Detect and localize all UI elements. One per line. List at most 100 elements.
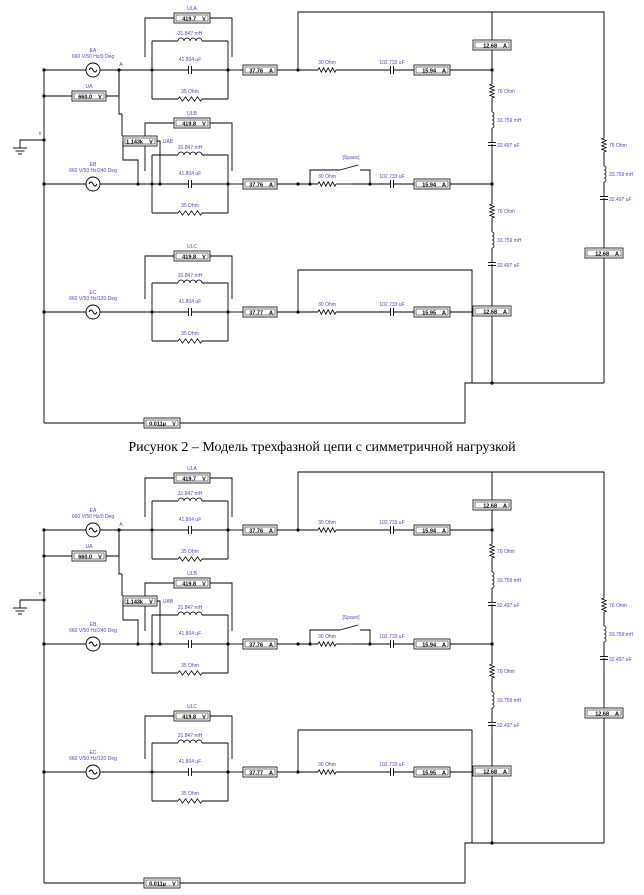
switch-icon[interactable]: [339, 624, 359, 631]
line-capacitance-label: 102.733 uF: [379, 762, 404, 768]
junction-dot: [42, 310, 46, 314]
junction-dot: [42, 138, 46, 142]
meter-display: [474, 307, 510, 315]
meter-display: [474, 767, 510, 775]
meter-display: [586, 709, 622, 717]
meter-value: 12.68: [483, 770, 497, 776]
sine-wave-icon: [88, 641, 98, 647]
wire: [157, 140, 161, 184]
load-resistance-label: 76 Ohm: [497, 209, 515, 215]
wire: [157, 600, 161, 644]
meter-display: [73, 552, 105, 560]
meter-display: [175, 119, 209, 127]
load-resistance-label: 76 Ohm: [497, 669, 515, 675]
capacitance-label: 41.804 uF: [179, 57, 202, 63]
meter-value: 419.8: [182, 582, 196, 588]
meter-value: 37.76: [249, 183, 263, 189]
wire: [122, 141, 139, 184]
wire: [144, 255, 174, 299]
voltmeter-label: UAB: [163, 599, 174, 605]
meter-value: 12.68: [595, 252, 609, 258]
meter-display: [175, 14, 209, 22]
wire: [106, 530, 120, 557]
switch-icon[interactable]: [339, 164, 359, 171]
resistor: [317, 768, 337, 776]
wire: [492, 11, 605, 138]
line-resistance-label: 30 Ohm: [318, 302, 336, 308]
wire: [297, 11, 493, 70]
resistor: [317, 180, 337, 188]
junction-dot: [136, 182, 140, 186]
meter-unit: V: [98, 95, 102, 101]
inductance-label: 31.847 mH: [178, 145, 203, 151]
line-resistance-label: 30 Ohm: [318, 60, 336, 66]
junction-dot: [296, 642, 300, 646]
inductor: [177, 37, 203, 42]
meter-unit: A: [503, 44, 507, 50]
voltmeter-label: ULC: [187, 704, 197, 710]
meter-value: 15.95: [422, 771, 436, 777]
load-capacitance-label: 32.497 uF: [609, 657, 632, 663]
load-capacitance-label: 32.497 uF: [609, 197, 632, 203]
wire: [210, 582, 233, 631]
junction-dot: [490, 182, 494, 186]
meter-value: 660.0: [78, 95, 92, 101]
resistor: [177, 338, 203, 344]
inductance-label: 31.847 mH: [178, 491, 203, 497]
wire: [144, 122, 174, 171]
line-resistance-label: 30 Ohm: [318, 762, 336, 768]
switch-key-label: [Space]: [343, 615, 361, 621]
wire: [352, 169, 371, 185]
resistor: [177, 96, 203, 102]
meter-display: [145, 879, 179, 887]
inductance-label: 31.847 mH: [178, 733, 203, 739]
meter-unit: A: [503, 504, 507, 510]
wire: [180, 382, 472, 424]
meter-value: 12.68: [595, 712, 609, 718]
capacitance-label: 41.804 uF: [179, 759, 202, 765]
source-spec: 660 V/50 Hz/0 Deg: [72, 54, 114, 60]
sine-wave-icon: [88, 769, 98, 775]
resistor: [488, 543, 496, 559]
capacitance-label: 41.804 uF: [179, 631, 202, 637]
resistance-label: 35 Ohm: [181, 663, 199, 669]
wire: [19, 139, 44, 148]
meter-value: 660.0: [78, 555, 92, 561]
voltmeter-label: UA: [86, 84, 94, 90]
resistor: [317, 308, 337, 316]
wire: [309, 629, 340, 644]
meter-value: 419.8: [182, 715, 196, 721]
meter-value: 37.76: [249, 643, 263, 649]
voltmeter-ua: 660.0 V: [71, 90, 107, 102]
meter-display: [175, 579, 209, 587]
load-resistance-label: 76 Ohm: [497, 89, 515, 95]
line-resistance-label: 30 Ohm: [318, 634, 336, 640]
meter-value: 15.94: [422, 529, 437, 535]
meter-unit: A: [269, 311, 273, 317]
junction-dot: [158, 642, 162, 646]
meter-display: [244, 768, 276, 776]
inductance-label: 31.847 mH: [178, 31, 203, 37]
voltmeter-label: ULB: [187, 571, 197, 577]
inductor: [491, 571, 495, 589]
node-a-label: A: [119, 62, 123, 68]
junction-dot: [42, 770, 46, 774]
meter-display: [474, 41, 510, 49]
resistor: [317, 526, 337, 534]
source-name: EA: [90, 48, 97, 54]
meter-value: 12.68: [483, 44, 497, 50]
load-inductance-label: 33.759 mH: [497, 698, 522, 704]
meter-unit: A: [615, 712, 619, 718]
sine-wave-icon: [88, 67, 98, 73]
